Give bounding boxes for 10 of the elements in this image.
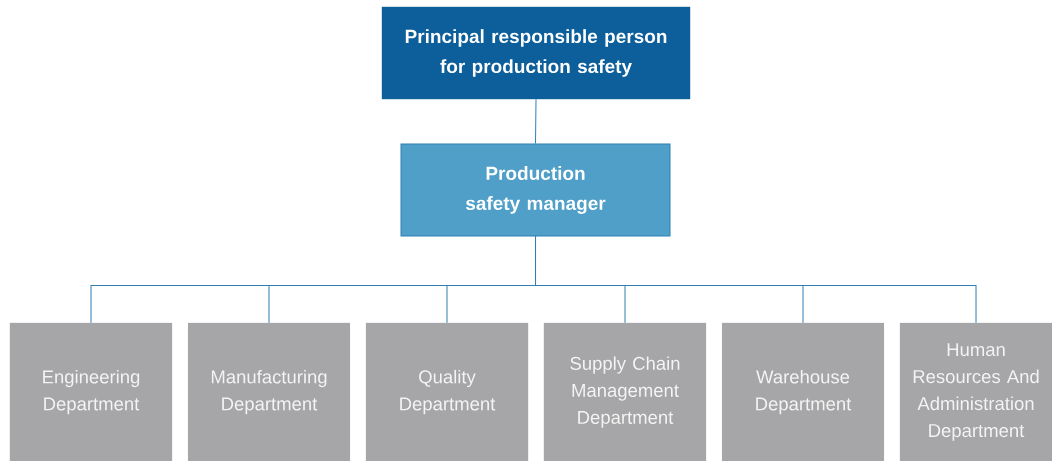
department-box: Engineering Department <box>9 322 173 461</box>
connector-line <box>535 236 977 324</box>
department-box: Manufacturing Department <box>187 322 351 461</box>
department-box: Warehouse Department <box>721 322 885 461</box>
department-box: Human Resources And Administration Department <box>899 322 1052 461</box>
role-box: Production safety manager <box>400 143 671 237</box>
role-box: Principal responsible person for production safety <box>381 6 691 100</box>
department-box: Supply Chain Management Department <box>543 322 707 461</box>
connector-line <box>535 98 537 144</box>
department-box: Quality Department <box>365 322 529 461</box>
